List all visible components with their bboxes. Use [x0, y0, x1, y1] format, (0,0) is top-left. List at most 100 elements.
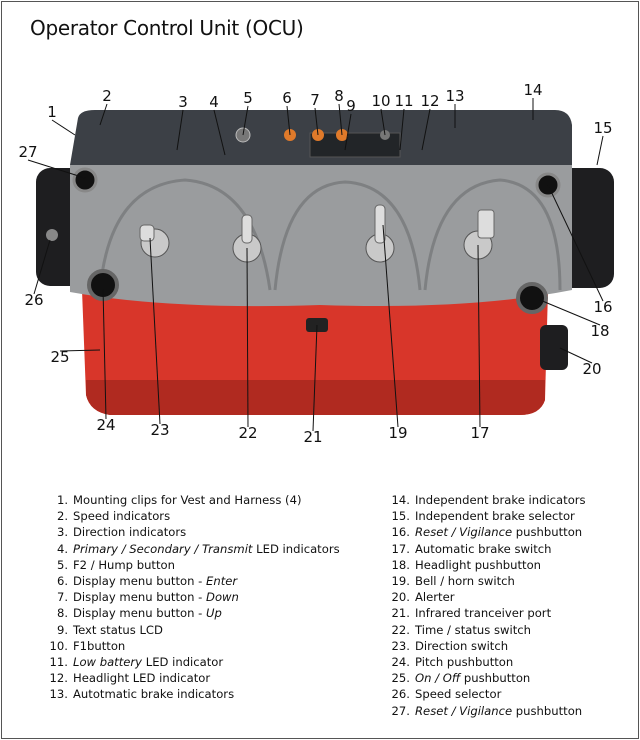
callout-label-25: 25: [50, 348, 69, 366]
legend-text-pre: Pitch pushbutton: [415, 655, 514, 670]
callout-line-25: [59, 349, 101, 352]
legend-text-post: LED indicator: [142, 655, 224, 670]
legend-item: 21. Infrared tranceiver port: [388, 605, 586, 621]
legend-item-number: 10.: [49, 638, 68, 653]
legend-item: 14. Independent brake indicators: [388, 492, 586, 508]
red-body-shade: [86, 380, 545, 415]
legend-item: 16. Reset / Vigilance pushbutton: [388, 524, 586, 540]
callout-label-11: 11: [394, 92, 413, 110]
callout-label-8: 8: [334, 87, 344, 105]
gray-front: [70, 165, 572, 307]
legend-item-text: Direction switch: [415, 638, 508, 654]
callout-line-16: [547, 184, 604, 302]
legend-text-em: Down: [206, 590, 239, 605]
callout-line-22: [246, 247, 249, 428]
callout-label-1: 1: [47, 103, 57, 121]
callout-line-7: [314, 107, 319, 136]
callout-line-15: [596, 135, 604, 166]
legend-item: 5.F2 / Hump button: [46, 557, 340, 573]
legend-text-em: Low battery: [73, 655, 143, 670]
legend-item-number: 21.: [391, 606, 410, 621]
legend-text-pre: Automatic brake switch: [415, 541, 552, 556]
legend-text-pre: Direction switch: [415, 638, 509, 653]
legend-item-number: 13.: [49, 687, 68, 702]
legend-item: 8. Display menu button - Up: [46, 605, 340, 621]
reset-pushbutton-left: [72, 167, 98, 193]
legend-text-em: Reset / Vigilance: [415, 525, 513, 540]
legend-text-pre: Display menu button -: [73, 574, 207, 589]
legend-item-number: 14.: [391, 493, 410, 507]
callout-label-23: 23: [150, 421, 169, 439]
legend-item-text: F1button: [73, 638, 125, 654]
legend-item: 18. Headlight pushbutton: [388, 557, 586, 573]
callout-line-26: [33, 239, 51, 295]
callout-line-6: [286, 105, 291, 136]
callout-label-21: 21: [303, 428, 322, 446]
legend-text-em: Up: [206, 606, 222, 621]
legend-item-number: 1.: [56, 493, 68, 507]
legend-item-text: Direction indicators: [73, 524, 186, 540]
legend-text-pre: Autotmatic brake indicators: [73, 687, 235, 702]
legend-text-post: LED indicators: [252, 541, 340, 556]
legend-text-pre: Alerter: [415, 590, 455, 605]
callout-label-17: 17: [470, 424, 489, 442]
legend-text-em: Enter: [206, 574, 238, 589]
callout-line-8: [338, 103, 343, 136]
legend-text-pre: F1button: [73, 638, 126, 653]
legend-text-em: Reset / Vigilance: [415, 703, 513, 718]
legend-item-number: 18.: [391, 557, 410, 572]
legend-text-pre: Display menu button -: [73, 606, 207, 621]
legend-item-number: 16.: [391, 525, 410, 540]
legend-item: 25.On / Off pushbutton: [388, 670, 586, 686]
legend-item-number: 24.: [391, 655, 410, 670]
legend-text-pre: Speed selector: [415, 687, 502, 702]
legend-item-number: 26.: [391, 687, 410, 702]
legend-item: 17.Automatic brake switch: [388, 541, 586, 557]
callout-label-24: 24: [96, 416, 115, 434]
legend-item-number: 15.: [391, 509, 410, 524]
legend-item-number: 6.: [56, 574, 68, 589]
callout-label-26: 26: [24, 291, 43, 309]
callout-label-10: 10: [371, 92, 390, 110]
legend-item-text: Display menu button - Down: [73, 589, 239, 605]
right-clip-lower: [540, 325, 568, 370]
legend-item-number: 9.: [56, 622, 68, 637]
legend-item-text: Headlight LED indicator: [73, 670, 210, 686]
callout-label-6: 6: [282, 89, 292, 107]
legend-item-number: 7.: [56, 590, 68, 605]
legend-item: 4.Primary / Secondary / Transmit LED ind…: [46, 541, 340, 557]
legend-item: 11.Low battery LED indicator: [46, 654, 340, 670]
legend-item: 24. Pitch pushbutton: [388, 654, 586, 670]
legend-item: 9.Text status LCD: [46, 622, 340, 638]
legend-item-number: 12.: [49, 671, 68, 686]
legend-item-number: 3.: [56, 525, 68, 540]
legend-text-pre: Headlight pushbutton: [415, 557, 542, 572]
legend-item-number: 2.: [56, 509, 68, 524]
callout-label-19: 19: [388, 424, 407, 442]
legend-item: 2. Speed indicators: [46, 508, 340, 524]
legend-text-pre: Infrared tranceiver port: [415, 606, 552, 621]
legend-item-text: Infrared tranceiver port: [415, 605, 551, 621]
legend-item: 13. Autotmatic brake indicators: [46, 686, 340, 702]
legend-item-text: Speed indicators: [73, 508, 170, 524]
front-arches: [98, 178, 562, 291]
legend-item-number: 22.: [391, 622, 410, 637]
callout-label-2: 2: [102, 87, 112, 105]
callout-label-9: 9: [346, 97, 356, 115]
callout-line-23: [149, 237, 161, 425]
legend-text-pre: Independent brake indicators: [415, 493, 586, 507]
legend-item-text: Display menu button - Up: [73, 605, 222, 621]
legend-item-number: 8.: [56, 606, 68, 621]
legend-text-post: pushbutton: [512, 525, 583, 540]
legend-item-text: Independent brake indicators: [415, 492, 586, 508]
legend-text-pre: Direction indicators: [73, 525, 187, 540]
callout-line-4: [213, 109, 226, 156]
callout-line-19: [382, 224, 399, 428]
legend-item-text: Bell / horn switch: [415, 573, 515, 589]
callout-label-22: 22: [238, 424, 257, 442]
callout-label-12: 12: [420, 92, 439, 110]
legend-item: 1.Mounting clips for Vest and Harness (4…: [46, 492, 340, 508]
legend-item: 3. Direction indicators: [46, 524, 340, 540]
